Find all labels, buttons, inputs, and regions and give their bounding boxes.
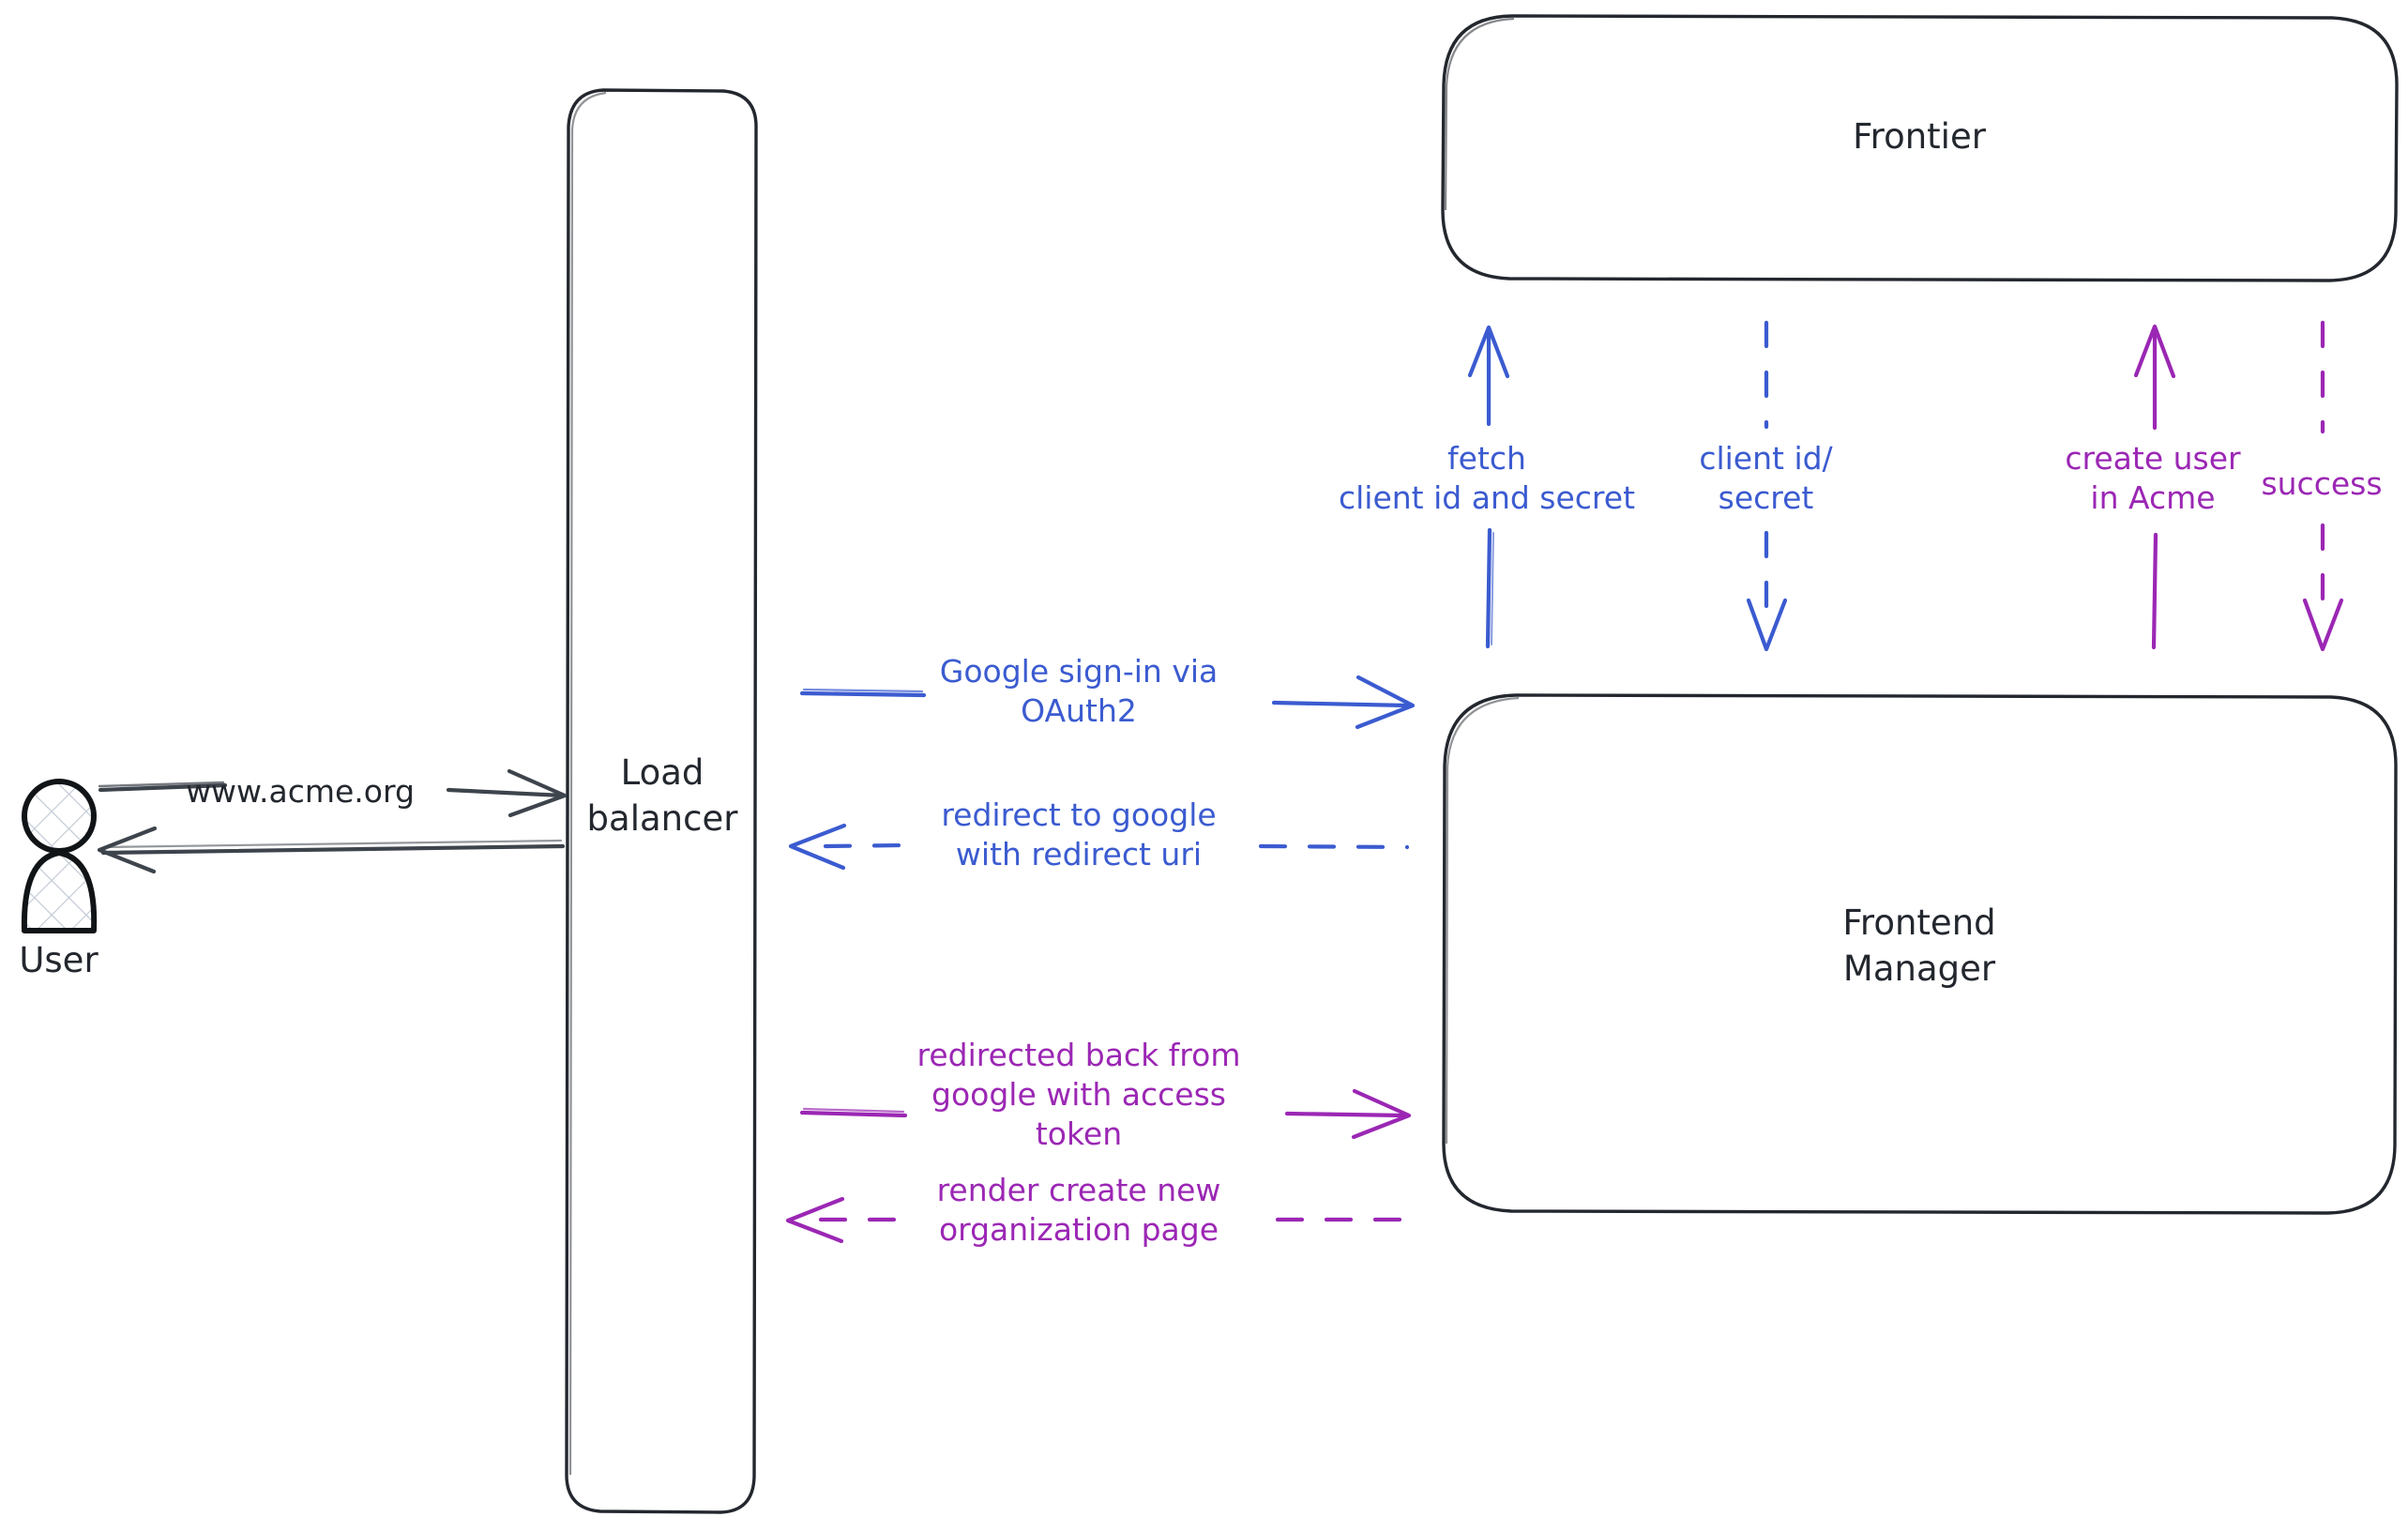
edge-lb-to-user [97,826,566,874]
edge-create-user-in-acme [2133,324,2176,650]
edge-render-org-page [785,1196,1407,1244]
node-frontend-manager[interactable] [1442,693,2398,1215]
edge-redirected-back [799,1088,1412,1140]
edge-fetch-client-id-secret [1467,325,1510,649]
edge-client-id-secret-response [1746,320,1788,652]
edge-redirect-to-google [788,823,1410,871]
node-frontier[interactable] [1441,14,2399,282]
edge-user-to-lb [98,768,568,818]
edge-google-signin [799,675,1416,730]
node-user-actor[interactable] [21,779,98,933]
edge-success-response [2302,320,2344,652]
node-load-balancer[interactable] [565,88,758,1514]
